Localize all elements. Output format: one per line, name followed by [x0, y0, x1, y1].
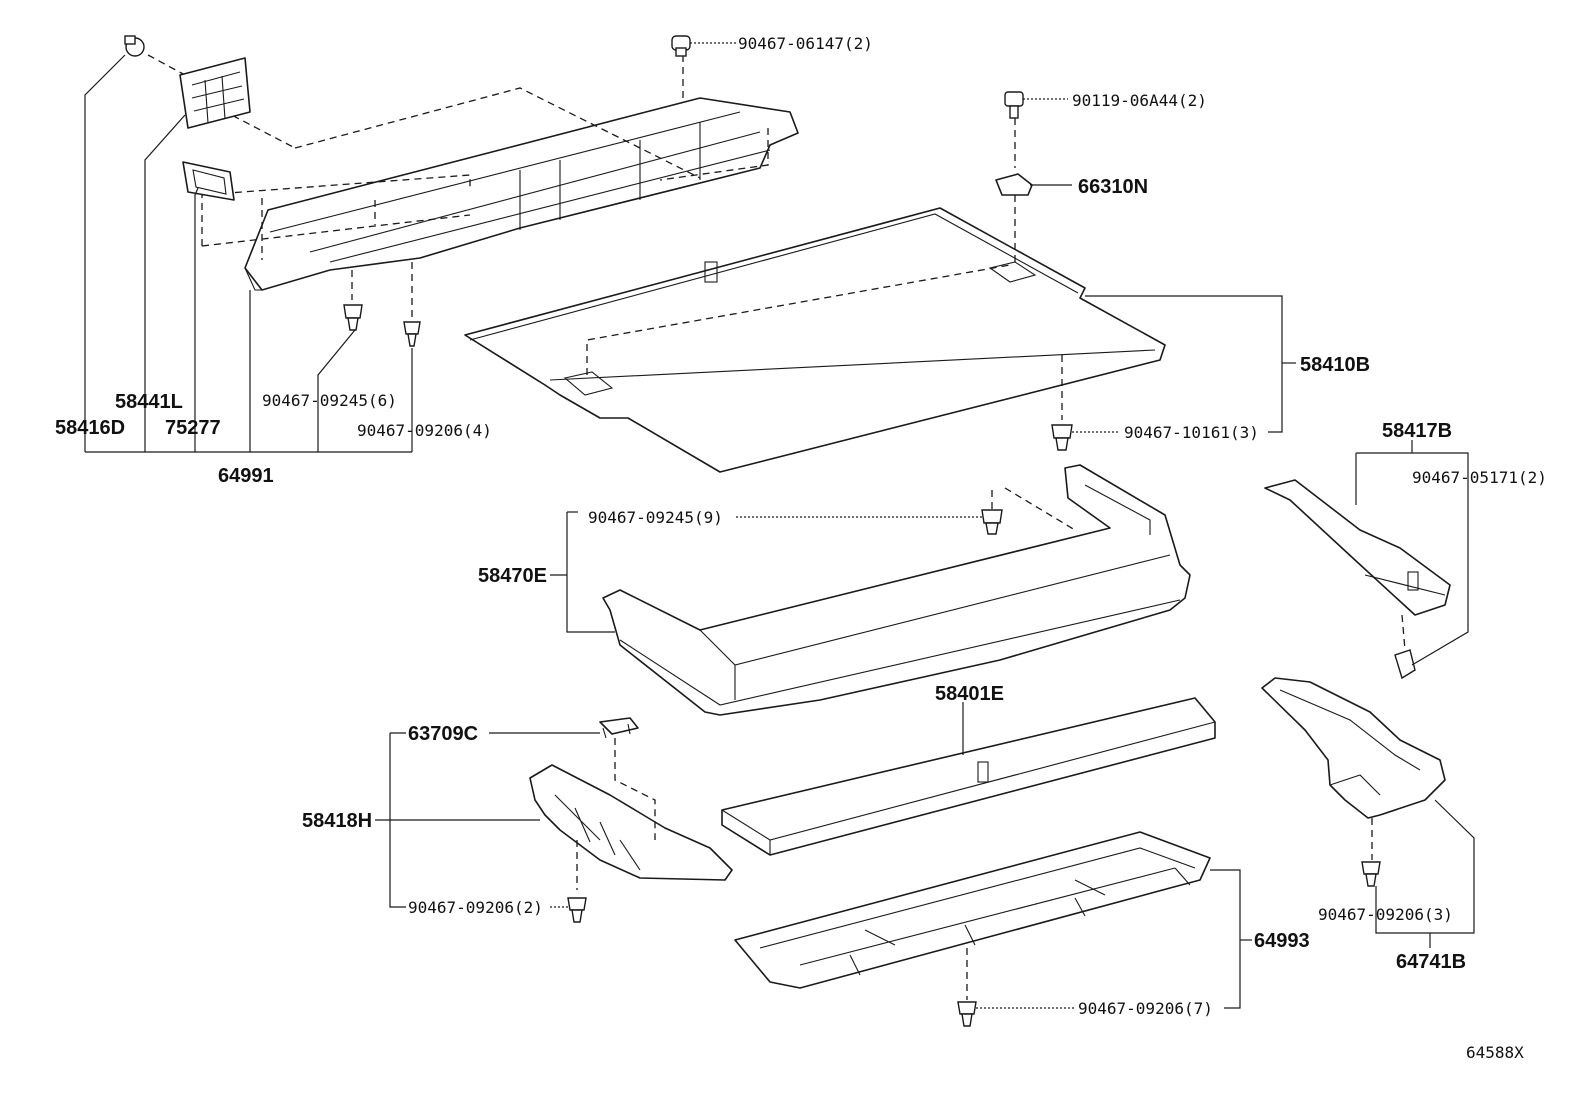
part-58417B-side-cover	[1264, 479, 1451, 616]
part-66310N-bracket	[995, 173, 1033, 196]
label-58418H: 58418H	[302, 810, 372, 832]
clip-90467-09245-left	[343, 304, 363, 331]
dashed-assembly-lines-tray	[991, 487, 1076, 531]
dashed-assembly-lines-58418H	[576, 738, 656, 890]
label-90467-09206-2: 90467-09206(2)	[408, 898, 543, 917]
label-64991: 64991	[218, 465, 274, 487]
label-58410B: 58410B	[1300, 354, 1370, 376]
part-58410B-deck-board	[464, 207, 1166, 473]
label-90119-06A44: 90119-06A44(2)	[1072, 91, 1207, 110]
part-64991-rear-panel	[244, 97, 799, 291]
clip-90467-05171	[1394, 649, 1416, 680]
dashed-assembly-lines-top-left	[147, 54, 769, 318]
label-75277: 75277	[165, 417, 221, 439]
clip-90467-06147	[671, 35, 691, 57]
leaders-tray	[550, 511, 982, 633]
part-63709C-clip-bracket	[599, 717, 639, 739]
clip-90467-09206-58418H	[567, 897, 587, 923]
part-labels: 90467-06147(2) 90119-06A44(2) 66310N 584…	[55, 34, 1547, 1062]
leaders-board	[1023, 98, 1296, 433]
label-63709C: 63709C	[408, 723, 478, 745]
label-90467-05171: 90467-05171(2)	[1412, 468, 1547, 487]
label-58401E: 58401E	[935, 683, 1004, 705]
clip-90467-09206-right	[1361, 861, 1381, 887]
part-58418H-bracket	[529, 764, 733, 881]
label-90467-06147: 90467-06147(2)	[738, 34, 873, 53]
label-58416D: 58416D	[55, 417, 125, 439]
clip-90467-10161	[1051, 424, 1073, 451]
part-64993-floor-tray	[734, 831, 1211, 989]
part-64741B-side-tray	[1261, 677, 1446, 819]
diagram-code: 64588X	[1466, 1043, 1524, 1062]
label-90467-09206-3: 90467-09206(3)	[1318, 905, 1453, 924]
leaders-64993	[966, 869, 1252, 1009]
label-90467-09245-9: 90467-09245(9)	[588, 508, 723, 527]
label-64741B: 64741B	[1396, 951, 1466, 973]
label-64993: 64993	[1254, 930, 1310, 952]
clip-90467-09245-tray	[981, 509, 1003, 535]
leaders-top-left	[84, 42, 736, 453]
leaders-58417B	[1355, 440, 1469, 666]
clip-90467-09206-left	[403, 321, 421, 347]
label-90467-09206-7: 90467-09206(7)	[1078, 999, 1213, 1018]
label-90467-09206-4: 90467-09206(4)	[357, 421, 492, 440]
part-58401E-board	[721, 697, 1216, 856]
label-58417B: 58417B	[1382, 420, 1452, 442]
clip-90119-06A44	[1004, 91, 1024, 119]
label-58470E: 58470E	[478, 565, 547, 587]
label-90467-10161: 90467-10161(3)	[1124, 423, 1259, 442]
leaders-58418H	[375, 732, 600, 908]
part-58441L-cover	[179, 57, 251, 129]
label-58441L: 58441L	[115, 391, 183, 413]
leaders-64741B	[1371, 799, 1475, 948]
label-90467-09245-6: 90467-09245(6)	[262, 391, 397, 410]
clip-90467-09206-floor	[957, 1001, 977, 1027]
clip-58416D	[124, 35, 145, 57]
part-75277-bracket	[182, 161, 235, 201]
dashed-assembly-lines-board	[586, 118, 1063, 420]
part-58470E-luggage-tray	[602, 464, 1191, 716]
label-66310N: 66310N	[1078, 176, 1148, 198]
